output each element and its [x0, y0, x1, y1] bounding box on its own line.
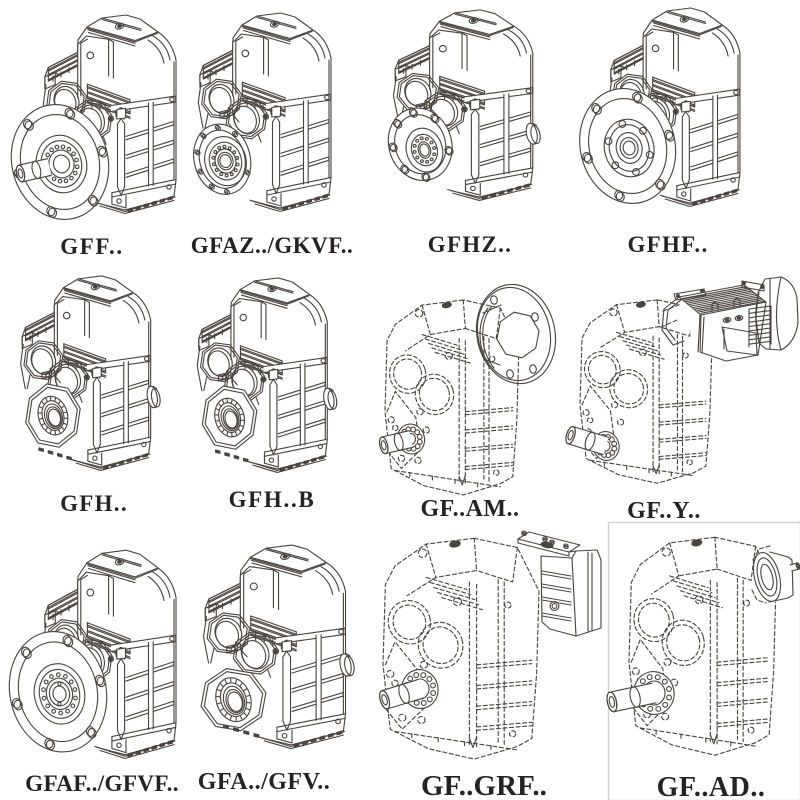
svg-text:GF..AD..: GF..AD..	[657, 772, 766, 800]
svg-text:GFF..: GFF..	[60, 234, 123, 259]
svg-text:GFAZ../GKVF..: GFAZ../GKVF..	[191, 233, 353, 258]
svg-text:GFH..B: GFH..B	[229, 487, 316, 512]
svg-text:GFHZ..: GFHZ..	[428, 232, 512, 257]
svg-text:GF..GRF..: GF..GRF..	[421, 770, 547, 800]
svg-text:GF..AM..: GF..AM..	[420, 496, 519, 522]
svg-text:GFH..: GFH..	[60, 491, 128, 516]
svg-text:GF..Y..: GF..Y..	[627, 498, 701, 524]
svg-text:GFAF../GFVF..: GFAF../GFVF..	[25, 771, 179, 797]
svg-text:GFHF..: GFHF..	[627, 232, 708, 257]
svg-text:GFA../GFV..: GFA../GFV..	[198, 769, 331, 795]
